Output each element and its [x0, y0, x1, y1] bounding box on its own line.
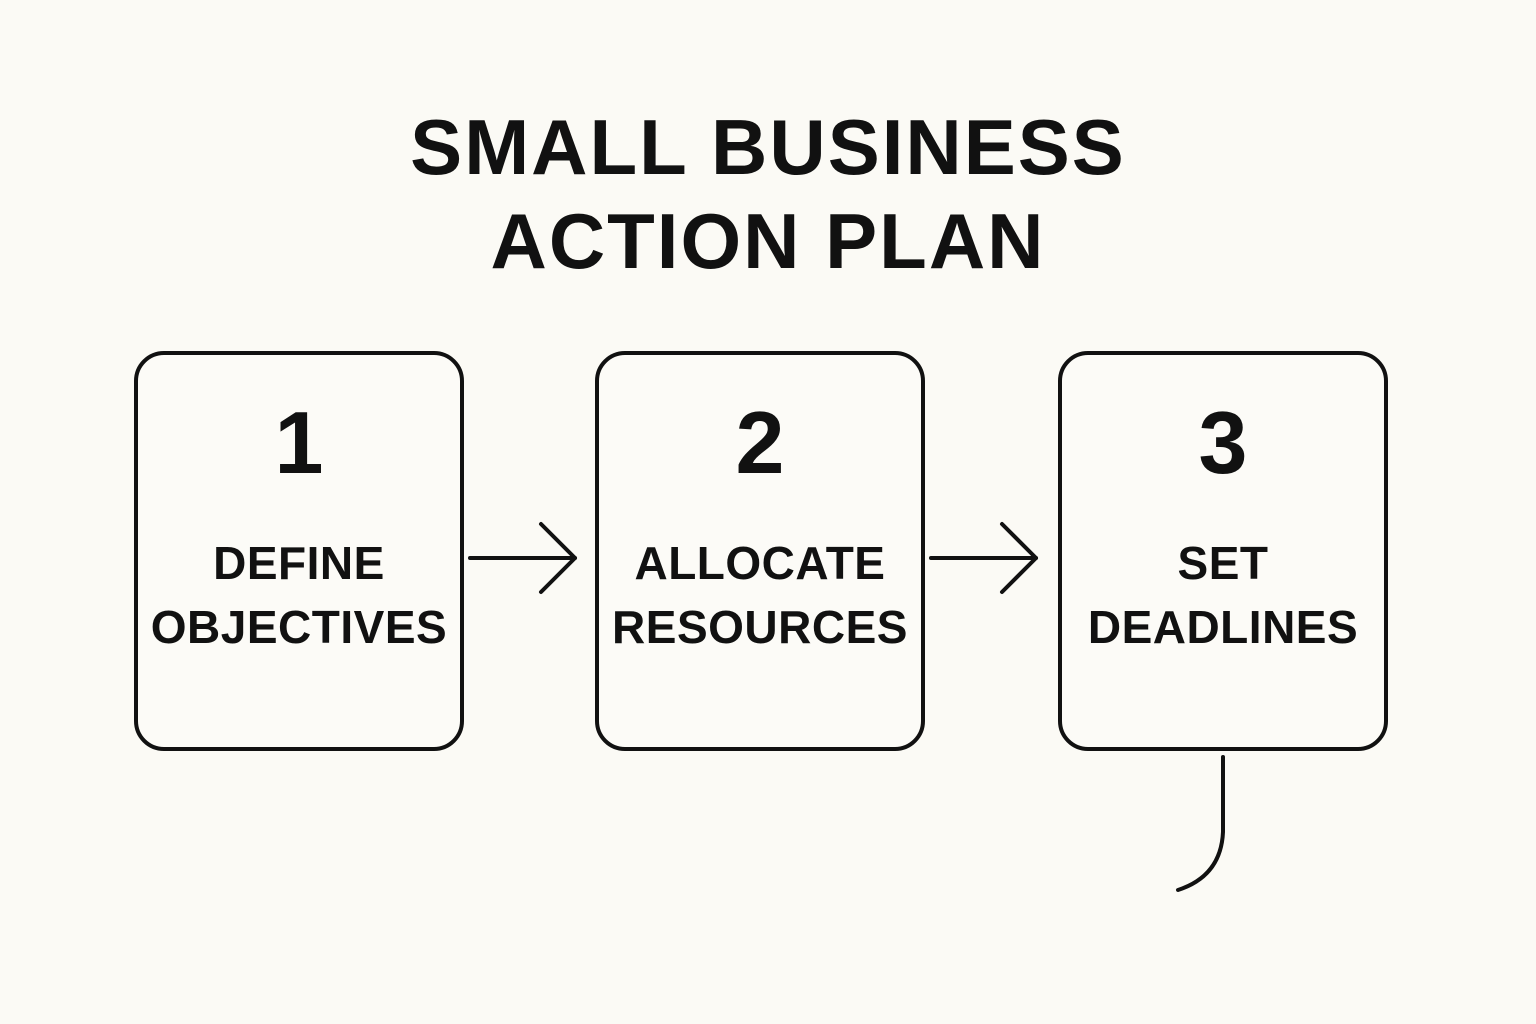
- step-label-line: SET: [1177, 537, 1269, 589]
- title-line-1: SMALL BUSINESS: [410, 103, 1126, 191]
- page-title: SMALL BUSINESS ACTION PLAN: [0, 100, 1536, 288]
- step-label: SET DEADLINES: [1062, 531, 1384, 659]
- step-label-line: ALLOCATE: [634, 537, 886, 589]
- step-number: 2: [735, 393, 785, 492]
- step-box-set-deadlines: 3 SET DEADLINES: [1058, 351, 1388, 751]
- step-label: ALLOCATE RESOURCES: [599, 531, 921, 659]
- step-label: DEFINE OBJECTIVES: [138, 531, 460, 659]
- tail-curve: [1176, 755, 1225, 892]
- step-label-line: DEADLINES: [1087, 601, 1359, 653]
- step-box-define-objectives: 1 DEFINE OBJECTIVES: [134, 351, 464, 751]
- arrow-right-icon: [468, 522, 577, 594]
- step-label-line: RESOURCES: [612, 601, 908, 653]
- step-number: 3: [1198, 393, 1248, 492]
- step-number: 1: [274, 393, 324, 492]
- step-label-line: DEFINE: [213, 537, 385, 589]
- step-label-line: OBJECTIVES: [150, 601, 448, 653]
- step-box-allocate-resources: 2 ALLOCATE RESOURCES: [595, 351, 925, 751]
- arrow-right-icon: [929, 522, 1038, 594]
- title-line-2: ACTION PLAN: [490, 197, 1046, 285]
